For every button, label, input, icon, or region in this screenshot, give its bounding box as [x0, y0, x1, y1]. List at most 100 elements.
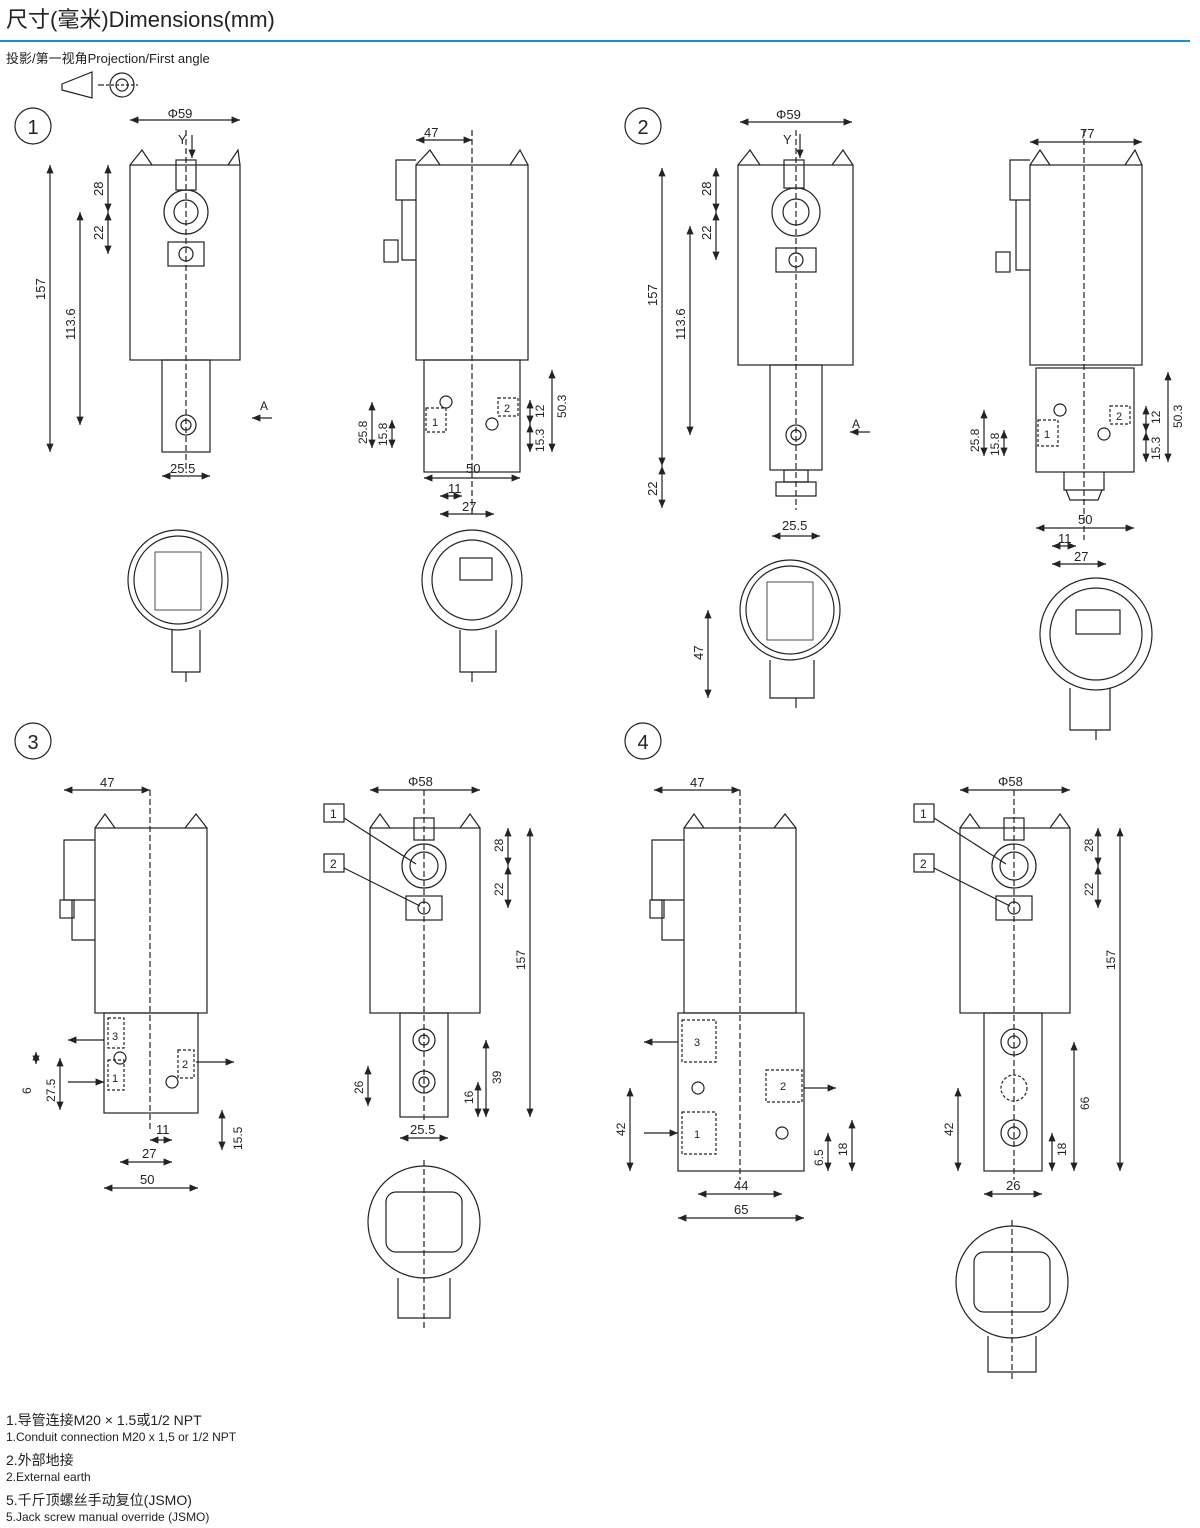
v2-dim-22b: 22	[645, 482, 660, 496]
note-1: 1.导管连接M20 × 1.5或1/2 NPT 1.Conduit connec…	[6, 1410, 236, 1444]
view-1: 1 Φ59 Y 157 113.6 28 22 25.5 A 1	[14, 106, 569, 682]
v2-dim-11: 11	[1058, 531, 1072, 546]
v4-dim-44: 44	[734, 1178, 748, 1193]
v3-dim-27: 27	[142, 1146, 156, 1161]
v4-dim-47: 47	[690, 775, 704, 790]
v1-port-2: 2	[504, 403, 510, 415]
v4-port-1: 1	[694, 1129, 700, 1141]
v2-dim-113-6: 113.6	[673, 308, 688, 340]
view-2: 2 Φ59 Y 157 113.6 28 22 22 25.5 A	[624, 107, 1185, 740]
note-1-cn: 1.导管连接M20 × 1.5或1/2 NPT	[6, 1412, 202, 1428]
v3-dim-47: 47	[100, 775, 114, 790]
v3-port-2: 2	[182, 1059, 188, 1071]
v2-dim-50-3: 50.3	[1171, 404, 1185, 428]
v2-port-1: 1	[1044, 429, 1050, 441]
v3-dim-16: 16	[462, 1090, 476, 1104]
v4-dim-65: 65	[734, 1202, 748, 1217]
view-2-number: 2	[637, 117, 648, 139]
v2-dim-phi59: Φ59	[776, 107, 801, 122]
v1-dim-25-8: 25.8	[356, 420, 370, 444]
v2-dim-22: 22	[699, 226, 714, 240]
v2-dim-28: 28	[699, 182, 714, 196]
v3-dim-22: 22	[492, 882, 506, 896]
v4-dim-phi58: Φ58	[998, 774, 1023, 789]
v1-dim-28: 28	[91, 182, 106, 196]
v2-dim-25-8: 25.8	[968, 428, 982, 452]
v1-dim-25-5: 25.5	[170, 461, 195, 476]
v3-dim-26: 26	[352, 1080, 366, 1094]
v3-dim-25-5: 25.5	[410, 1122, 435, 1137]
v2-dim-12: 12	[1149, 410, 1163, 424]
note-5-en: 5.Jack screw manual override (JSMO)	[6, 1510, 210, 1524]
note-1-en: 1.Conduit connection M20 x 1,5 or 1/2 NP…	[6, 1430, 237, 1444]
v1-dim-12: 12	[533, 404, 547, 418]
v2-dim-77: 77	[1080, 126, 1094, 141]
notes: 1.导管连接M20 × 1.5或1/2 NPT 1.Conduit connec…	[6, 1404, 236, 1524]
v1-port-1: 1	[432, 417, 438, 429]
title-divider	[0, 40, 1190, 42]
v4-dim-26: 26	[1006, 1178, 1020, 1193]
v2-dim-15-8: 15.8	[988, 432, 1002, 456]
v3-dim-157: 157	[514, 950, 528, 970]
v4-port-2: 2	[780, 1081, 786, 1093]
v4-dim-42: 42	[614, 1122, 628, 1136]
view-4: 4 3 1 2 47 42 6.5 18 44 65	[614, 722, 1124, 1380]
v1-y-label: Y	[178, 132, 187, 147]
v1-dim-15-8: 15.8	[376, 422, 390, 446]
note-5: 5.千斤顶螺丝手动复位(JSMO) 5.Jack screw manual ov…	[6, 1490, 236, 1524]
v3-dim-28: 28	[492, 838, 506, 852]
v1-dim-50-3: 50.3	[555, 394, 569, 418]
v1-dim-50: 50	[466, 461, 480, 476]
view-1-number: 1	[27, 117, 38, 139]
first-angle-projection-icon	[61, 71, 138, 99]
v4-dim-18: 18	[836, 1142, 850, 1156]
v4-dim-18: 18	[1055, 1142, 1069, 1156]
v4-callout-2: 2	[920, 857, 927, 871]
v2-dim-157: 157	[645, 284, 660, 306]
view-4-number: 4	[637, 732, 648, 754]
v3-callout-1: 1	[330, 807, 337, 821]
projection-label: 投影/第一视角Projection/First angle	[6, 51, 210, 66]
v4-port-3: 3	[694, 1037, 700, 1049]
v2-arrow-a: A	[852, 417, 860, 431]
note-2-en: 2.External earth	[6, 1470, 91, 1484]
v1-dim-27: 27	[462, 499, 476, 514]
v4-dim-22: 22	[1082, 882, 1096, 896]
v4-dim-42: 42	[942, 1122, 956, 1136]
v1-dim-47: 47	[424, 125, 438, 140]
v4-dim-28: 28	[1082, 838, 1096, 852]
v1-dim-157: 157	[33, 278, 48, 300]
view-3-number: 3	[27, 732, 38, 754]
v3-dim-15-5: 15.5	[231, 1126, 245, 1150]
v4-dim-6-5: 6.5	[812, 1149, 826, 1166]
v2-port-2: 2	[1116, 411, 1122, 423]
v3-dim-phi58: Φ58	[408, 774, 433, 789]
page-title: 尺寸(毫米)Dimensions(mm)	[6, 7, 275, 32]
v3-port-3: 3	[112, 1031, 118, 1043]
v3-dim-6: 6	[20, 1087, 34, 1094]
v3-callout-2: 2	[330, 857, 337, 871]
v3-dim-50: 50	[140, 1172, 154, 1187]
v1-dim-22: 22	[91, 226, 106, 240]
v1-dim-11: 11	[448, 481, 462, 496]
note-2-cn: 2.外部地接	[6, 1452, 74, 1468]
v1-dim-phi59: Φ59	[168, 106, 193, 121]
view-3: 3 3 1 2 47 6 27.5 11 27 50 15.5	[14, 722, 534, 1330]
v2-dim-27: 27	[1074, 549, 1088, 564]
note-5-cn: 5.千斤顶螺丝手动复位(JSMO)	[6, 1492, 192, 1508]
v4-dim-157: 157	[1104, 950, 1118, 970]
v4-callout-1: 1	[920, 807, 927, 821]
v4-dim-66: 66	[1078, 1096, 1092, 1110]
v1-dim-113-6: 113.6	[63, 308, 78, 340]
v3-dim-11: 11	[156, 1122, 170, 1137]
v2-dim-15-3: 15.3	[1149, 436, 1163, 460]
v1-dim-15-3: 15.3	[533, 428, 547, 452]
v2-dim-47: 47	[691, 646, 706, 660]
v2-y-label: Y	[783, 132, 792, 147]
v3-port-1: 1	[112, 1073, 118, 1085]
v3-dim-27-5: 27.5	[44, 1078, 58, 1102]
v2-dim-50: 50	[1078, 512, 1092, 527]
v2-dim-25-5: 25.5	[782, 518, 807, 533]
v1-arrow-a: A	[260, 399, 268, 413]
